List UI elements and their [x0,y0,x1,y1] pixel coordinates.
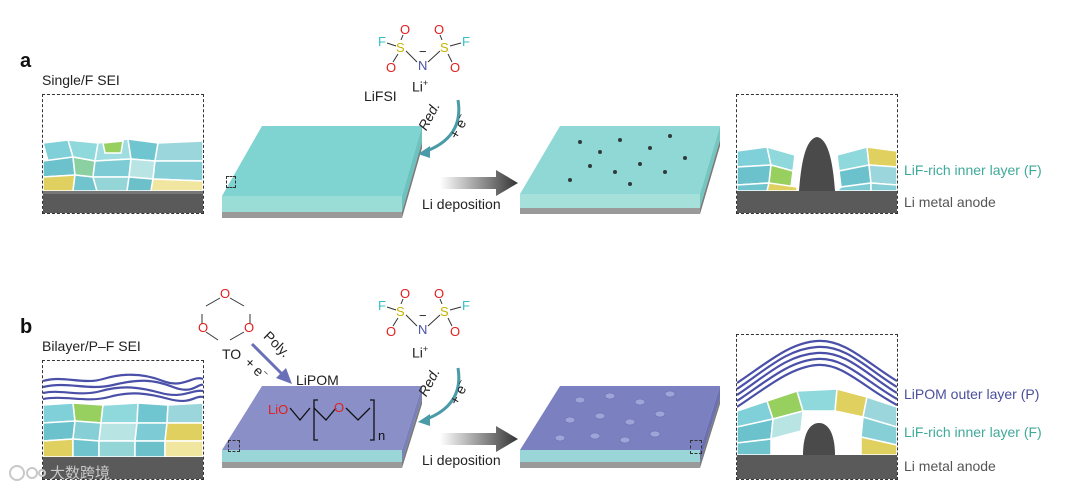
repeat-unit-n: n [378,428,385,443]
panel-b-deposited-slab [520,382,720,482]
lipom-structure: LiO O n [266,392,396,450]
panel-a-lifsi-molecule: F S O O N − S O O F [370,18,490,94]
panel-b-right-inset [736,334,898,480]
sulfur-atom: S [396,40,405,55]
oxygen-atom: O [244,320,254,335]
oxygen-atom: O [400,22,410,37]
panel-b-legend-anode: Li metal anode [904,458,996,474]
panel-a-deposited-slab [520,122,720,222]
sulfur-atom: S [440,304,449,319]
panel-b-process-arrow [440,426,520,452]
bilayer-dendrite-cross-section [737,335,897,479]
oxygen-atom: O [386,324,396,339]
oxygen-atom: O [450,60,460,75]
panel-b-legend-inner: LiF-rich inner layer (F) [904,424,1042,440]
panel-a-li-ion: Li+ [412,78,428,95]
oxygen-atom: O [434,286,444,301]
trioxane-label: TO [222,346,241,362]
panel-b-inset-marker [228,440,240,452]
polymer-end-group: LiO [268,402,288,417]
watermark-logo: 大数跨境 [8,462,110,483]
single-sei-cross-section [43,95,203,213]
oxygen-atom: O [450,324,460,339]
sulfur-atom: S [396,304,405,319]
li-symbol: Li [412,345,423,361]
fluorine-atom: F [462,298,470,313]
oxygen-atom: O [334,400,344,415]
panel-b-process-label: Li deposition [422,452,501,468]
oxygen-atom: O [386,60,396,75]
oxygen-atom: O [400,286,410,301]
trioxane-molecule: O O O [196,286,266,348]
panel-a-legend-inner: LiF-rich inner layer (F) [904,162,1042,178]
dendrite-cross-section [737,95,897,213]
li-charge: + [423,344,428,354]
panel-b-lifsi-molecule: F S O O N − S O O F [370,282,490,348]
panel-a-letter: a [20,50,31,73]
panel-a-salt-label: LiFSI [364,88,397,104]
sulfur-atom: S [440,40,449,55]
panel-b-legend-outer: LiPOM outer layer (P) [904,386,1039,402]
panel-b-deposit-inset-marker [690,440,702,454]
li-charge: + [423,78,428,88]
negative-charge: − [419,44,427,59]
panel-b-sei-label: Bilayer/P–F SEI [42,338,141,354]
fluorine-atom: F [378,298,386,313]
panel-a-left-inset [42,94,204,214]
panel-a-inset-marker [226,176,236,188]
fluorine-atom: F [378,34,386,49]
negative-charge: − [419,308,427,323]
panel-a-right-inset [736,94,898,214]
watermark-icon [8,464,46,482]
oxygen-atom: O [434,22,444,37]
oxygen-atom: O [220,286,230,301]
panel-b-li-ion: Li+ [412,344,428,361]
panel-a-initial-slab [222,120,422,225]
oxygen-atom: O [198,320,208,335]
nitrogen-atom: N [418,58,427,73]
fluorine-atom: F [462,34,470,49]
panel-b-letter: b [20,316,32,339]
lipom-label: LiPOM [296,372,339,388]
nitrogen-atom: N [418,322,427,337]
li-symbol: Li [412,79,423,95]
panel-a-sei-label: Single/F SEI [42,72,120,88]
panel-a-legend-anode: Li metal anode [904,194,996,210]
watermark-text: 大数跨境 [50,462,110,483]
panel-a-process-label: Li deposition [422,196,501,212]
panel-a-process-arrow [440,170,520,196]
